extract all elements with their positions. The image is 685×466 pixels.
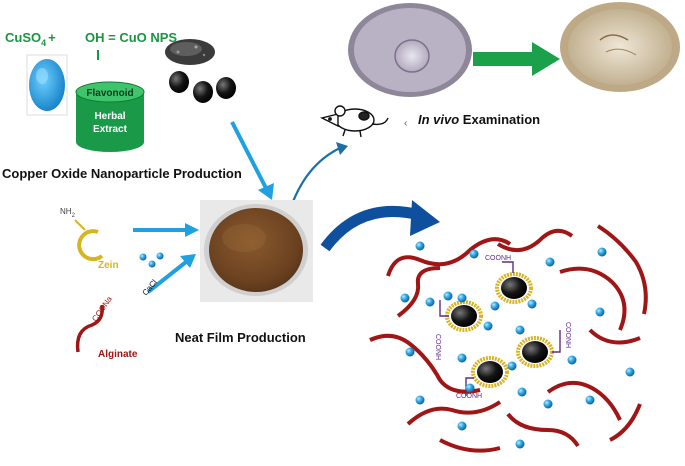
container-line2: Herbal [94,111,125,122]
arrow-to-network [320,206,422,252]
neat-film-image [200,200,313,302]
container-line3: Extract [93,124,128,135]
mouse-icon [319,105,389,138]
wound-day0-image [348,3,472,97]
in-vivo-section: ‹ In vivo Examination [319,2,680,138]
zein-chain [77,229,104,262]
arrow-alginate [146,260,188,294]
nanoparticle-2 [445,300,483,332]
polymer-network: COONH COONH COONH COONH [369,224,648,453]
wound-healed-image [560,2,680,92]
zein-label: Zein [98,260,119,271]
neat-film-caption: Neat Film Production [175,330,306,345]
cuso4-crystal-image [26,54,68,116]
alginate-fibers [369,224,648,453]
coonh-label-1: COONH [485,255,511,262]
progress-arrow [473,42,560,76]
cuo-production: CuSO4+ OH = CuO NPS Flavonoid Herbal Ext… [2,30,242,181]
nanoparticle-4 [471,356,509,388]
nanoparticle-3 [516,336,554,368]
alginate-label: Alginate [98,349,138,360]
alginate-chain [75,304,105,353]
coonh-label-2: COONH [434,334,441,360]
cuo-production-caption: Copper Oxide Nanoparticle Production [2,166,242,181]
cuo-powder-image [165,39,215,65]
coonh-label-4: COONH [456,393,482,400]
in-vivo-caption: In vivo Examination [418,112,540,127]
cuso4-label: CuSO4+ [5,30,56,48]
arrow-to-film [230,121,270,193]
coonh-label-3: COONH [564,322,571,348]
container-line1: Flavonoid [86,88,133,99]
nanoparticle-1 [495,272,533,304]
herbal-extract-container: Flavonoid Herbal Extract [75,50,145,152]
nh2-label: NH2 [60,207,76,219]
reaction-equation: OH = CuO NPS [85,30,177,45]
flow-arrows [133,121,440,294]
calcium-beads [400,241,635,449]
linkers [439,261,561,396]
cuo-pellets-image [169,71,236,103]
small-chevron: ‹ [404,118,407,129]
